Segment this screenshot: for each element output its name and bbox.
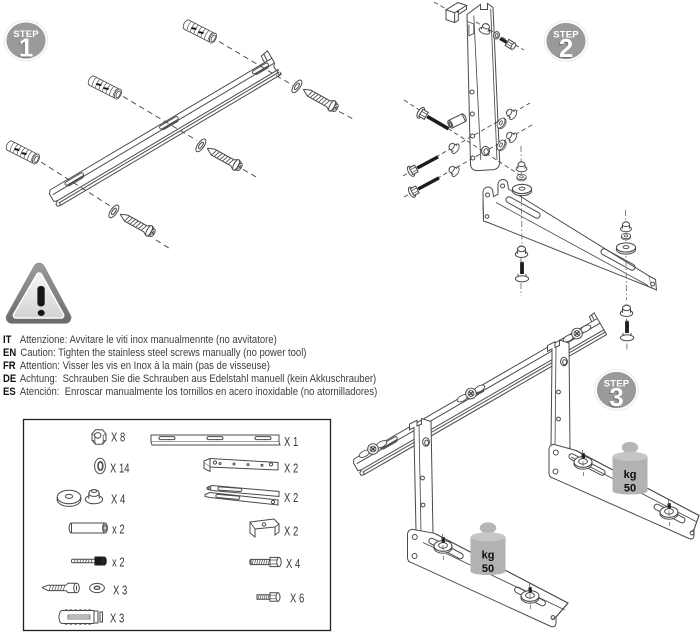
svg-text:2: 2 <box>559 33 573 63</box>
svg-text:2: 2 <box>558 34 572 64</box>
svg-text:X 4: X 4 <box>286 558 300 572</box>
svg-text:1: 1 <box>18 33 32 63</box>
svg-text:X 4: X 4 <box>111 493 125 507</box>
svg-text:X 6: X 6 <box>290 592 304 606</box>
svg-text:ES Atención: Enroscar manualm: ES Atención: Enroscar manualmente los to… <box>3 386 377 398</box>
svg-text:X 2: X 2 <box>284 525 298 539</box>
svg-text:X 2: X 2 <box>284 462 298 476</box>
svg-text:X 1: X 1 <box>284 436 298 450</box>
svg-text:x 2: x 2 <box>112 556 125 570</box>
svg-text:3: 3 <box>608 383 622 413</box>
svg-text:X 2: X 2 <box>284 492 298 506</box>
svg-text:X 8: X 8 <box>111 431 125 445</box>
svg-text:IT Attenzione: Avvitare le vit: IT Attenzione: Avvitare le viti inox man… <box>3 334 277 346</box>
svg-text:X 14: X 14 <box>110 462 129 476</box>
svg-text:EN Caution: Tighten the stainl: EN Caution: Tighten the stainless steel … <box>3 347 306 359</box>
svg-text:X 3: X 3 <box>110 612 124 626</box>
svg-text:3: 3 <box>609 382 623 412</box>
svg-text:x 2: x 2 <box>112 523 125 537</box>
svg-text:DE Achtung: Schrauben Sie die: DE Achtung: Schrauben Sie die Schrauben … <box>3 373 376 385</box>
svg-text:FR Attention: Visser les vis e: FR Attention: Visser les vis en Inox à l… <box>3 360 270 372</box>
svg-text:X 3: X 3 <box>113 584 127 598</box>
svg-text:1: 1 <box>19 33 33 63</box>
